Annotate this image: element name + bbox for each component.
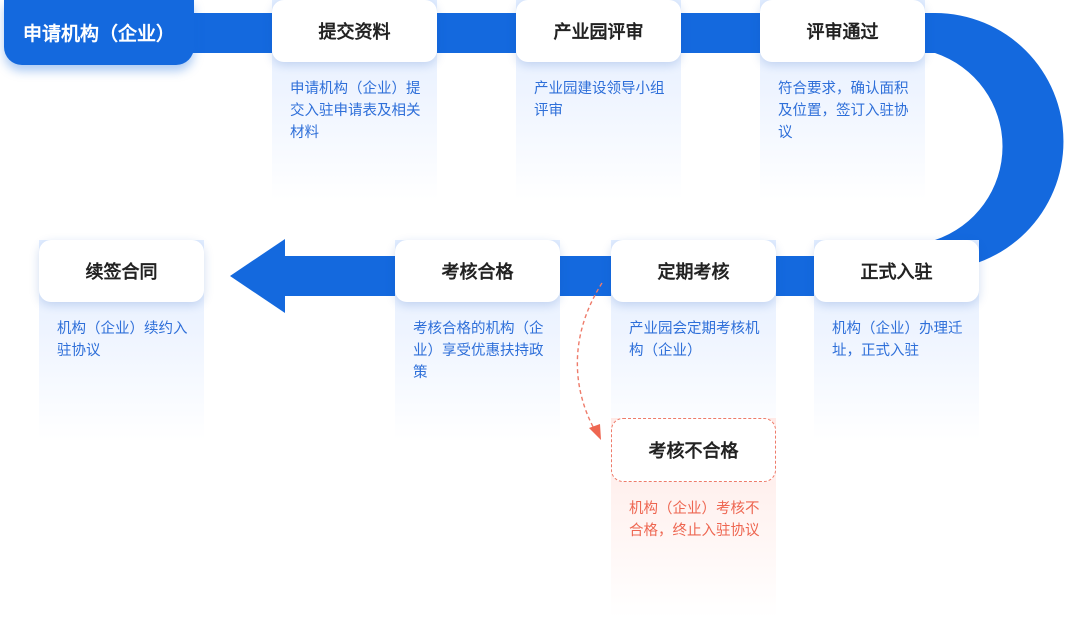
step-desc: 产业园建设领导小组评审 xyxy=(534,81,665,119)
step-card-approved: 评审通过 符合要求，确认面积及位置，签订入驻协议 xyxy=(760,0,925,200)
step-title: 评审通过 xyxy=(760,0,925,62)
step-card-settle: 正式入驻 机构（企业）办理迁址，正式入驻 xyxy=(814,240,979,440)
step-title: 正式入驻 xyxy=(814,240,979,302)
step-title: 续签合同 xyxy=(39,240,204,302)
step-desc: 符合要求，确认面积及位置，签订入驻协议 xyxy=(778,81,909,141)
fail-title: 考核不合格 xyxy=(611,418,776,482)
fail-branch-line xyxy=(576,282,603,435)
step-card-pass: 考核合格 考核合格的机构（企业）享受优惠扶持政策 xyxy=(395,240,560,440)
step-card-renew: 续签合同 机构（企业）续约入驻协议 xyxy=(39,240,204,440)
track-turn xyxy=(935,13,1064,270)
fail-branch-arrow xyxy=(589,424,601,440)
step-title: 提交资料 xyxy=(272,0,437,62)
step-title: 产业园评审 xyxy=(516,0,681,62)
start-node: 申请机构（企业） xyxy=(4,0,194,65)
step-desc: 机构（企业）续约入驻协议 xyxy=(57,321,188,359)
step-title: 考核合格 xyxy=(395,240,560,302)
track-arrow-head xyxy=(230,239,285,313)
step-title: 定期考核 xyxy=(611,240,776,302)
step-desc: 申请机构（企业）提交入驻申请表及相关材料 xyxy=(290,81,421,141)
step-desc: 产业园会定期考核机构（企业） xyxy=(629,321,760,359)
step-desc: 机构（企业）办理迁址，正式入驻 xyxy=(832,321,963,359)
step-desc: 考核合格的机构（企业）享受优惠扶持政策 xyxy=(413,321,544,381)
step-card-review: 产业园评审 产业园建设领导小组评审 xyxy=(516,0,681,200)
step-card-fail: 考核不合格 机构（企业）考核不合格，终止入驻协议 xyxy=(611,418,776,618)
step-card-submit: 提交资料 申请机构（企业）提交入驻申请表及相关材料 xyxy=(272,0,437,200)
start-label: 申请机构（企业） xyxy=(22,23,175,45)
step-card-periodic-check: 定期考核 产业园会定期考核机构（企业） xyxy=(611,240,776,440)
fail-desc: 机构（企业）考核不合格，终止入驻协议 xyxy=(629,501,760,539)
